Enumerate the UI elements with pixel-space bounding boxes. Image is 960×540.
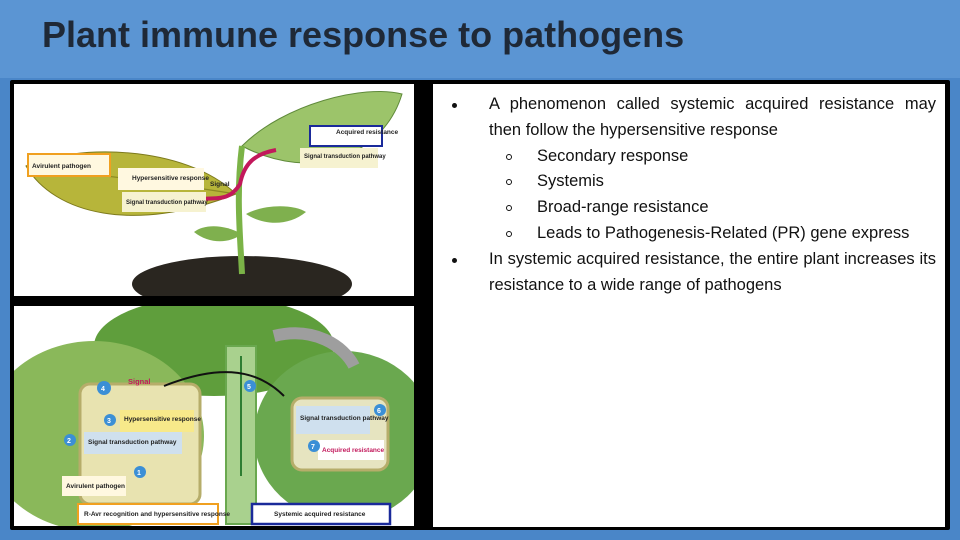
- sub-bullet-pr-gene: Leads to Pathogenesis-Related (PR) gene …: [489, 221, 936, 247]
- label-signal-transduction-right: Signal transduction pathway: [300, 148, 386, 168]
- label-signal: Signal: [210, 181, 230, 188]
- svg-text:Signal: Signal: [128, 377, 151, 386]
- sub-bullet-systemis: Systemis: [489, 169, 936, 195]
- svg-text:Acquired resistance: Acquired resistance: [336, 129, 399, 136]
- plant-illustration-top: Acquired resistance Signal transduction …: [25, 91, 403, 296]
- label-step-4: 5: [244, 380, 256, 392]
- svg-text:Acquired resistance: Acquired resistance: [322, 447, 385, 454]
- sub-bullet-broad-range: Broad-range resistance: [489, 195, 936, 221]
- label-signal-transduction-right: Signal transduction pathway 6: [296, 404, 389, 434]
- sub-bullet-list: Secondary response Systemis Broad-range …: [489, 144, 936, 247]
- svg-text:1: 1: [137, 470, 141, 477]
- label-signal-transduction-left: Signal transduction pathway: [122, 192, 208, 212]
- plant-diagram-top: Acquired resistance Signal transduction …: [14, 84, 414, 296]
- plant-illustration-bottom: 4 Signal Hypersensitive response 3 Signa…: [14, 306, 414, 526]
- svg-text:Signal transduction pathway: Signal transduction pathway: [126, 200, 208, 206]
- svg-text:5: 5: [247, 384, 251, 391]
- label-acquired-resistance: Acquired resistance 7: [308, 440, 385, 460]
- svg-text:Avirulent pathogen: Avirulent pathogen: [32, 163, 91, 170]
- label-r-avr-recognition: R-Avr recognition and hypersensitive res…: [77, 503, 230, 525]
- svg-text:2: 2: [67, 438, 71, 445]
- bullet-list: A phenomenon called systemic acquired re…: [452, 92, 936, 298]
- bullet-dot: [452, 103, 457, 108]
- svg-text:Signal: Signal: [210, 181, 230, 188]
- label-systemic-acquired-resistance: Systemic acquired resistance: [250, 502, 392, 526]
- label-acquired-resistance: Acquired resistance: [309, 125, 399, 147]
- svg-text:R-Avr recognition and hypersen: R-Avr recognition and hypersensitive res…: [84, 511, 230, 518]
- title-bar: [0, 0, 960, 78]
- bullet-entire-plant: In systemic acquired resistance, the ent…: [452, 247, 936, 299]
- stem: [235, 145, 245, 275]
- label-avirulent-pathogen: Avirulent pathogen 1: [62, 466, 146, 496]
- text-area: [433, 84, 945, 527]
- svg-text:Hypersensitive response: Hypersensitive response: [124, 416, 201, 423]
- sub-bullet-secondary-response: Secondary response: [489, 144, 936, 170]
- svg-text:Hypersensitive response: Hypersensitive response: [132, 175, 209, 182]
- plant-diagram-bottom: 4 Signal Hypersensitive response 3 Signa…: [14, 306, 414, 526]
- svg-text:6: 6: [377, 408, 381, 415]
- svg-text:Signal transduction pathway: Signal transduction pathway: [300, 415, 389, 422]
- svg-text:Systemic acquired resistance: Systemic acquired resistance: [274, 511, 366, 518]
- label-signal-transduction-left: Signal transduction pathway 2: [64, 432, 182, 454]
- svg-text:7: 7: [311, 444, 315, 451]
- soil: [132, 256, 352, 296]
- svg-text:Avirulent pathogen: Avirulent pathogen: [66, 483, 125, 490]
- label-hypersensitive: Hypersensitive response: [118, 168, 209, 190]
- bullet-dot: [452, 257, 457, 263]
- signal-path: [185, 148, 277, 202]
- bold-term: systemic acquired resistance: [670, 95, 895, 113]
- bullet-systemic-acquired-resistance: A phenomenon called systemic acquired re…: [452, 92, 936, 247]
- svg-text:3: 3: [107, 418, 111, 425]
- label-hypersensitive: Hypersensitive response 3: [104, 410, 201, 432]
- label-signal: 4 Signal: [97, 377, 151, 395]
- slide-title: Plant immune response to pathogens: [42, 14, 685, 55]
- label-avirulent-pathogen: Avirulent pathogen: [27, 153, 111, 177]
- svg-text:4: 4: [101, 386, 105, 393]
- svg-text:Signal transduction pathway: Signal transduction pathway: [304, 154, 386, 160]
- svg-text:Signal transduction pathway: Signal transduction pathway: [88, 439, 177, 446]
